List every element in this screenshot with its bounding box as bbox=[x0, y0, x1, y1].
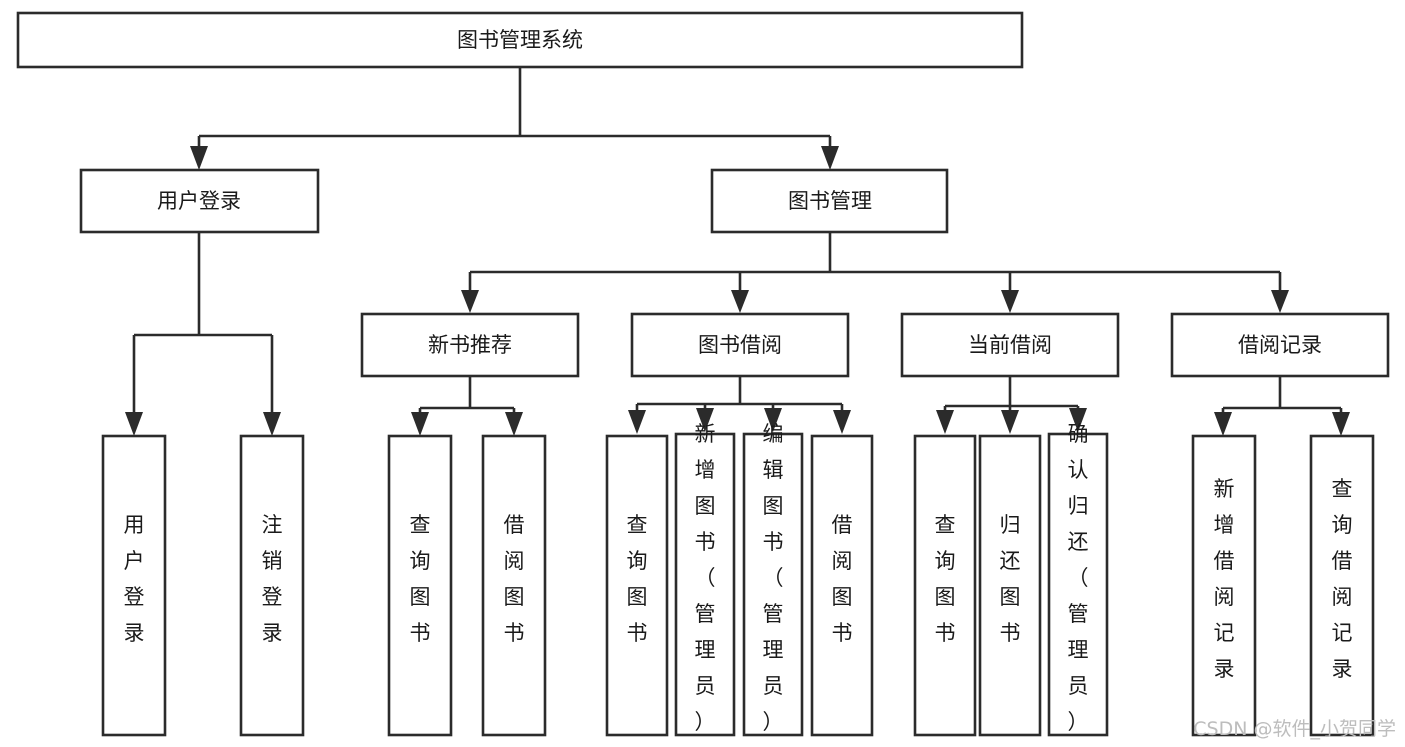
arrow-currentborrow-leaf-1 bbox=[936, 410, 954, 434]
arrow-bookborrow-leaf-3 bbox=[764, 408, 782, 432]
leaf-new-book-1[interactable]: 查询图书 bbox=[387, 434, 453, 737]
node-user-login-box[interactable] bbox=[79, 168, 320, 234]
node-new-book-recommend-label: 新书推荐 bbox=[428, 333, 512, 357]
arrow-currentborrow-leaf-3 bbox=[1069, 408, 1087, 432]
leaf-current-borrow-1[interactable]: 查询图书 bbox=[913, 434, 977, 737]
leaf-borrow-record-2-box[interactable] bbox=[1309, 434, 1375, 737]
node-borrow-record-box[interactable] bbox=[1170, 312, 1390, 378]
leaf-user-login-2-box[interactable] bbox=[239, 434, 305, 737]
leaf-current-borrow-3-label: 确认归还（管理员） bbox=[1068, 422, 1089, 734]
arrow-currentborrow-leaf-2 bbox=[1001, 410, 1019, 434]
leaf-current-borrow-3-box[interactable] bbox=[1047, 432, 1109, 737]
node-book-borrow[interactable]: 图书借阅 bbox=[630, 312, 850, 378]
arrow-userlogin-leaf-2 bbox=[263, 412, 281, 436]
node-book-manage-box[interactable] bbox=[710, 168, 949, 234]
leaf-borrow-record-2-label: 查询借阅记录 bbox=[1332, 477, 1353, 681]
leaf-book-borrow-4-box[interactable] bbox=[810, 434, 874, 737]
leaf-book-borrow-3-box[interactable] bbox=[742, 432, 804, 737]
arrow-bookborrow-leaf-1 bbox=[628, 410, 646, 434]
node-current-borrow-box[interactable] bbox=[900, 312, 1120, 378]
arrow-to-current-borrow bbox=[1001, 290, 1019, 313]
arrow-to-user-login bbox=[190, 146, 208, 170]
arrow-to-borrow-record bbox=[1271, 290, 1289, 313]
leaf-book-borrow-2-box[interactable] bbox=[674, 432, 736, 737]
leaf-current-borrow-1-box[interactable] bbox=[913, 434, 977, 737]
node-borrow-record[interactable]: 借阅记录 bbox=[1170, 312, 1390, 378]
leaf-borrow-record-1[interactable]: 新增借阅记录 bbox=[1191, 434, 1257, 737]
leaf-book-borrow-4-label: 借阅图书 bbox=[832, 513, 853, 645]
leaf-new-book-2-label: 借阅图书 bbox=[504, 513, 525, 645]
leaf-book-borrow-4[interactable]: 借阅图书 bbox=[810, 434, 874, 737]
leaf-borrow-record-2[interactable]: 查询借阅记录 bbox=[1309, 434, 1375, 737]
node-current-borrow[interactable]: 当前借阅 bbox=[900, 312, 1120, 378]
node-book-manage[interactable]: 图书管理 bbox=[710, 168, 949, 234]
leaf-book-borrow-3[interactable]: 编辑图书（管理员） bbox=[742, 422, 804, 737]
node-user-login-label: 用户登录 bbox=[157, 189, 241, 213]
leaf-new-book-1-box[interactable] bbox=[387, 434, 453, 737]
leaf-book-borrow-1-box[interactable] bbox=[605, 434, 669, 737]
node-user-login[interactable]: 用户登录 bbox=[79, 168, 320, 234]
leaf-borrow-record-1-label: 新增借阅记录 bbox=[1214, 477, 1235, 681]
arrow-newbook-leaf-2 bbox=[505, 412, 523, 436]
node-new-book-recommend[interactable]: 新书推荐 bbox=[360, 312, 580, 378]
arrow-bookborrow-leaf-2 bbox=[696, 408, 714, 432]
arrow-borrowrecord-leaf-1 bbox=[1214, 412, 1232, 436]
leaf-book-borrow-3-label: 编辑图书（管理员） bbox=[763, 422, 784, 734]
leaf-user-login-1[interactable]: 用户登录 bbox=[101, 434, 167, 737]
arrow-borrowrecord-leaf-2 bbox=[1332, 412, 1350, 436]
node-borrow-record-label: 借阅记录 bbox=[1238, 333, 1322, 357]
leaf-borrow-record-1-box[interactable] bbox=[1191, 434, 1257, 737]
node-current-borrow-label: 当前借阅 bbox=[968, 333, 1052, 357]
leaf-book-borrow-2[interactable]: 新增图书（管理员） bbox=[674, 422, 736, 737]
leaf-current-borrow-1-label: 查询图书 bbox=[935, 513, 956, 645]
leaf-current-borrow-2-box[interactable] bbox=[978, 434, 1042, 737]
connector-layer bbox=[125, 67, 1350, 436]
node-root-box[interactable] bbox=[16, 11, 1024, 69]
arrow-to-book-manage bbox=[821, 146, 839, 170]
leaf-new-book-1-label: 查询图书 bbox=[410, 513, 431, 645]
node-book-borrow-label: 图书借阅 bbox=[698, 333, 782, 357]
arrow-to-book-borrow bbox=[731, 290, 749, 313]
leaf-user-login-1-label: 用户登录 bbox=[124, 513, 145, 645]
node-book-borrow-box[interactable] bbox=[630, 312, 850, 378]
leaf-user-login-2-label: 注销登录 bbox=[262, 513, 283, 645]
leaf-current-borrow-2[interactable]: 归还图书 bbox=[978, 434, 1042, 737]
leaf-current-borrow-2-label: 归还图书 bbox=[1000, 513, 1021, 645]
leaf-user-login-1-box[interactable] bbox=[101, 434, 167, 737]
arrow-bookborrow-leaf-4 bbox=[833, 410, 851, 434]
node-new-book-recommend-box[interactable] bbox=[360, 312, 580, 378]
leaf-new-book-2[interactable]: 借阅图书 bbox=[481, 434, 547, 737]
leaf-book-borrow-1[interactable]: 查询图书 bbox=[605, 434, 669, 737]
leaf-book-borrow-1-label: 查询图书 bbox=[627, 513, 648, 645]
arrow-to-new-book-recommend bbox=[461, 290, 479, 313]
leaf-current-borrow-3[interactable]: 确认归还（管理员） bbox=[1047, 422, 1109, 737]
leaf-new-book-2-box[interactable] bbox=[481, 434, 547, 737]
leaf-book-borrow-2-label: 新增图书（管理员） bbox=[695, 422, 716, 734]
arrow-newbook-leaf-1 bbox=[411, 412, 429, 436]
watermark-label: CSDN @软件_小贺同学 bbox=[1193, 718, 1396, 740]
leaf-user-login-2[interactable]: 注销登录 bbox=[239, 434, 305, 737]
node-root-label: 图书管理系统 bbox=[457, 28, 583, 52]
arrow-userlogin-leaf-1 bbox=[125, 412, 143, 436]
node-root[interactable]: 图书管理系统 bbox=[16, 11, 1024, 69]
node-book-manage-label: 图书管理 bbox=[788, 189, 872, 213]
